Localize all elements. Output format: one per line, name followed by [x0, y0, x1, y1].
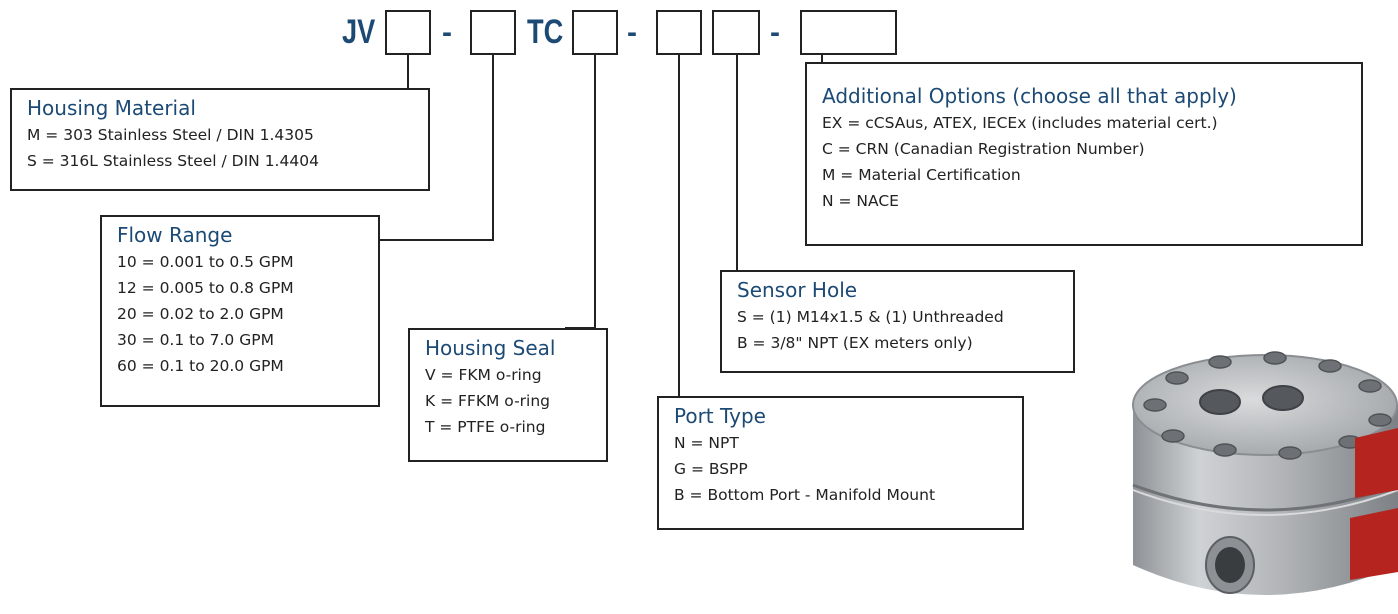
housing-seal-option: K = FFKM o-ring — [425, 392, 551, 410]
port-type-option: N = NPT — [674, 434, 739, 452]
flow-meter-photo — [1132, 351, 1398, 595]
connector-housing-seal — [565, 55, 596, 329]
housing-seal-box: Housing Seal V = FKM o-ring K = FFKM o-r… — [408, 328, 608, 462]
connector-flow-range — [380, 55, 494, 241]
slot-housing-seal — [572, 10, 618, 55]
flow-range-option: 10 = 0.001 to 0.5 GPM — [117, 253, 294, 271]
housing-seal-title: Housing Seal — [425, 336, 556, 360]
part-prefix: JV — [342, 13, 376, 51]
slot-flow-range — [470, 10, 516, 55]
dash-2: - — [627, 16, 637, 49]
dash-1: - — [442, 16, 452, 49]
dash-3: - — [770, 16, 780, 49]
additional-options-option: M = Material Certification — [822, 166, 1021, 184]
port-type-box: Port Type N = NPT G = BSPP B = Bottom Po… — [657, 396, 1024, 530]
slot-sensor-hole — [712, 10, 760, 55]
sensor-hole-option: S = (1) M14x1.5 & (1) Unthreaded — [737, 308, 1004, 326]
housing-material-option: M = 303 Stainless Steel / DIN 1.4305 — [27, 126, 314, 144]
part-middle: TC — [527, 13, 564, 51]
flow-range-title: Flow Range — [117, 223, 233, 247]
housing-material-option: S = 316L Stainless Steel / DIN 1.4404 — [27, 152, 319, 170]
flow-range-option: 12 = 0.005 to 0.8 GPM — [117, 279, 294, 297]
sensor-hole-option: B = 3/8" NPT (EX meters only) — [737, 334, 973, 352]
port-type-option: G = BSPP — [674, 460, 748, 478]
flow-range-option: 30 = 0.1 to 7.0 GPM — [117, 331, 274, 349]
sensor-hole-title: Sensor Hole — [737, 278, 858, 302]
flow-range-option: 20 = 0.02 to 2.0 GPM — [117, 305, 284, 323]
housing-seal-option: V = FKM o-ring — [425, 366, 542, 384]
slot-additional-options — [800, 10, 897, 55]
additional-options-title: Additional Options (choose all that appl… — [822, 84, 1237, 108]
housing-material-title: Housing Material — [27, 96, 196, 120]
slot-housing-material — [385, 10, 431, 55]
port-type-option: B = Bottom Port - Manifold Mount — [674, 486, 936, 504]
flow-range-option: 60 = 0.1 to 20.0 GPM — [117, 357, 284, 375]
flow-range-box: Flow Range 10 = 0.001 to 0.5 GPM 12 = 0.… — [100, 215, 380, 407]
slot-port-type — [656, 10, 702, 55]
additional-options-option: N = NACE — [822, 192, 899, 210]
port-type-title: Port Type — [674, 404, 766, 428]
housing-material-box: Housing Material M = 303 Stainless Steel… — [10, 88, 430, 191]
additional-options-box: Additional Options (choose all that appl… — [805, 62, 1363, 246]
additional-options-option: EX = cCSAus, ATEX, IECEx (includes mater… — [822, 114, 1218, 132]
sensor-hole-box: Sensor Hole S = (1) M14x1.5 & (1) Unthre… — [720, 270, 1075, 373]
additional-options-option: C = CRN (Canadian Registration Number) — [822, 140, 1145, 158]
housing-seal-option: T = PTFE o-ring — [425, 418, 546, 436]
